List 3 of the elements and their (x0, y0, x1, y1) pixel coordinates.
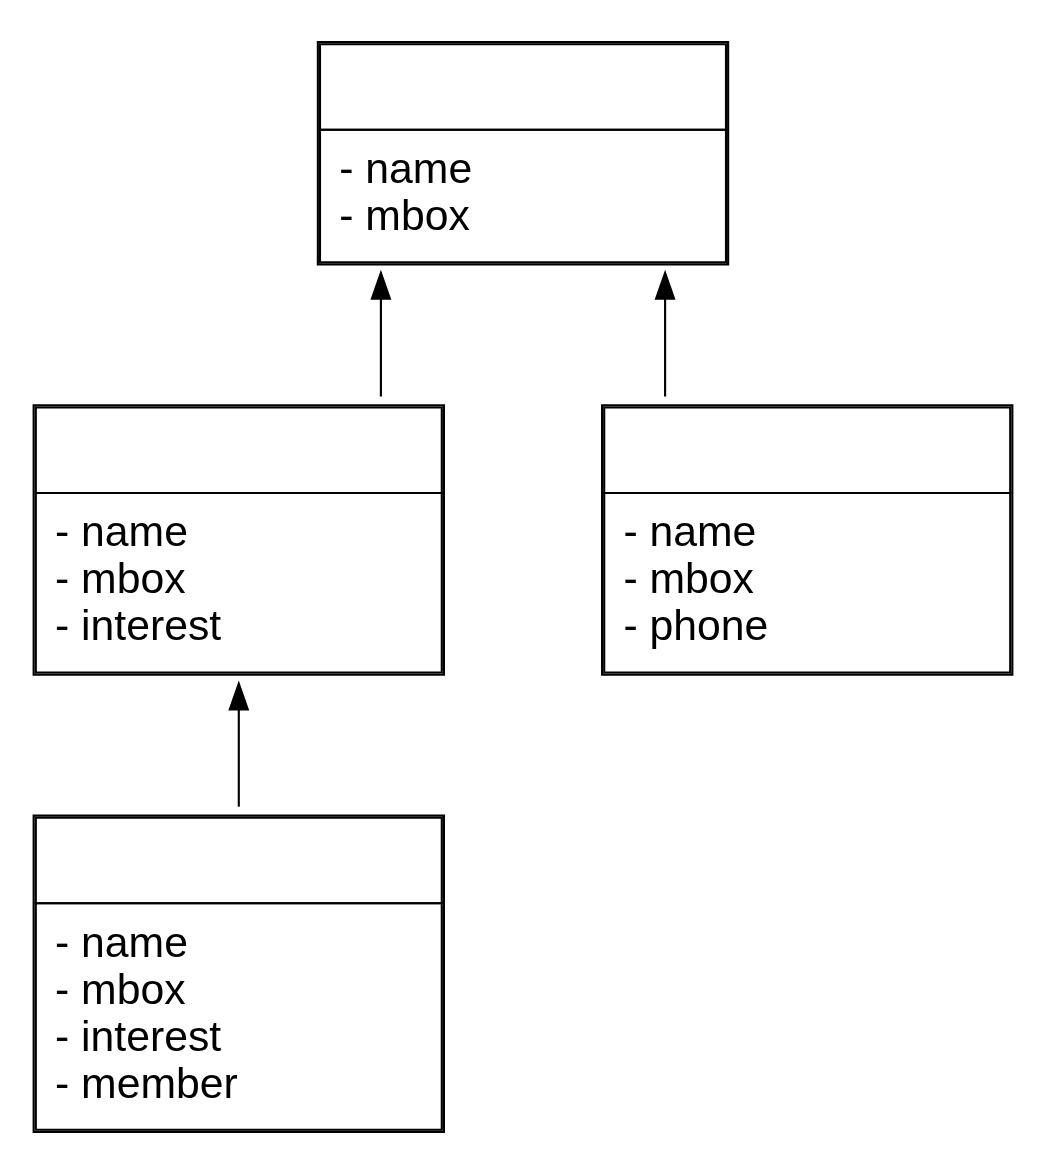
arrow (654, 269, 676, 397)
arrow (370, 269, 392, 397)
arrow (228, 680, 250, 807)
